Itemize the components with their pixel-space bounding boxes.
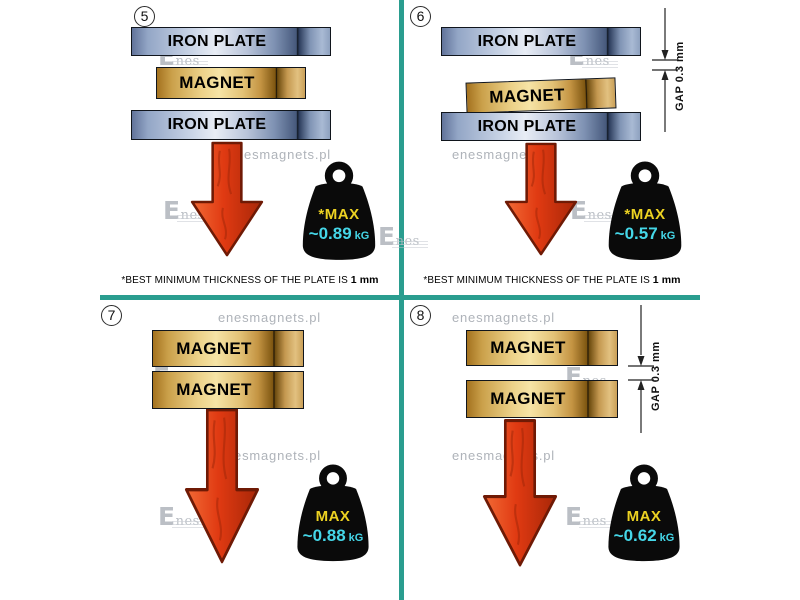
magnet-bar-bottom: MAGNET: [466, 380, 618, 418]
panel-number-badge: 5: [134, 6, 155, 27]
magnet-label: MAGNET: [490, 389, 566, 408]
watermark-url: enesmagnets.pl: [218, 448, 321, 463]
iron-plate-top: IRON PLATE: [131, 27, 331, 56]
magnet-label: MAGNET: [176, 380, 252, 399]
magnet-label: MAGNET: [490, 338, 566, 357]
footnote-text: *BEST MINIMUM THICKNESS OF THE PLATE IS: [423, 275, 653, 286]
magnet-bar: MAGNET: [465, 77, 617, 114]
watermark-logo: Enes: [158, 502, 208, 531]
watermark-logo: Enes: [565, 502, 615, 531]
weight-max-label: MAX: [626, 508, 662, 525]
panel-number-badge: 6: [410, 6, 431, 27]
magnet-label: MAGNET: [488, 84, 566, 107]
magnet-label: MAGNET: [176, 338, 252, 358]
weight-value-number: ~0.89: [308, 224, 352, 244]
magnet-label: MAGNET: [179, 73, 255, 92]
iron-plate-bottom: IRON PLATE: [441, 112, 641, 141]
weight-value-number: ~0.57: [614, 224, 658, 244]
watermark-url: enesmagnets.pl: [218, 310, 321, 325]
watermark-url: enesmagnets.pl: [228, 147, 331, 162]
weight-value-number: ~0.62: [613, 526, 657, 545]
horizontal-divider: [100, 295, 700, 300]
pull-force-arrow: [184, 408, 260, 564]
vertical-divider: [399, 0, 404, 600]
iron-plate-label: IRON PLATE: [167, 116, 267, 133]
weight-max-label: *MAX: [318, 205, 360, 223]
panel-number-badge: 8: [410, 305, 431, 326]
weight-unit: kG: [660, 230, 676, 243]
footnote-bold: 1 mm: [350, 274, 379, 286]
weight-max-label: MAX: [315, 508, 351, 525]
weight-unit: kG: [354, 230, 370, 243]
kettlebell-icon: [608, 161, 682, 261]
weight-value-number: ~0.88: [302, 526, 346, 545]
kettlebell-icon: [608, 464, 680, 562]
gap-dimension-lines: [652, 8, 678, 132]
pull-force-arrow: [482, 418, 558, 567]
kettlebell-icon: [297, 464, 369, 562]
watermark-logo: Enes: [570, 196, 620, 225]
panel-6: 6 IRON PLATE MAGNET IRON PLATE GAP 0.3 m…: [404, 0, 700, 296]
magnet-bar-bottom: MAGNET: [152, 371, 304, 409]
watermark-url: enesmagnets.pl: [452, 310, 555, 325]
iron-plate-label: IRON PLATE: [167, 32, 267, 50]
panel-8: 8 MAGNET MAGNET GAP 0.3 mm MAX ~0.: [404, 301, 700, 600]
iron-plate-label: IRON PLATE: [477, 32, 577, 50]
footnote-text: *BEST MINIMUM THICKNESS OF THE PLATE IS: [121, 275, 351, 286]
magnet-bar-top: MAGNET: [466, 330, 618, 366]
panel-number-badge: 7: [101, 305, 122, 326]
weight-unit: kG: [659, 532, 675, 544]
weight-unit: kG: [348, 532, 364, 544]
magnet-bar-top: MAGNET: [152, 330, 304, 367]
footnote: *BEST MINIMUM THICKNESS OF THE PLATE IS …: [404, 274, 700, 286]
kettlebell-icon: [302, 161, 376, 260]
panel-5: 5 IRON PLATE MAGNET IRON PLATE *MAX ~0.8…: [100, 0, 400, 296]
iron-plate-bottom: IRON PLATE: [131, 110, 331, 140]
iron-plate-top: IRON PLATE: [441, 27, 641, 56]
footnote: *BEST MINIMUM THICKNESS OF THE PLATE IS …: [100, 274, 400, 286]
gap-dimension-lines: [628, 305, 654, 433]
watermark-logo: Enes: [378, 222, 428, 251]
pull-force-arrow: [504, 142, 578, 256]
iron-plate-label: IRON PLATE: [477, 117, 577, 135]
weight-max-label: *MAX: [624, 205, 666, 223]
footnote-bold: 1 mm: [652, 274, 681, 286]
pull-force-arrow: [190, 141, 264, 257]
magnet-bar: MAGNET: [156, 67, 306, 99]
